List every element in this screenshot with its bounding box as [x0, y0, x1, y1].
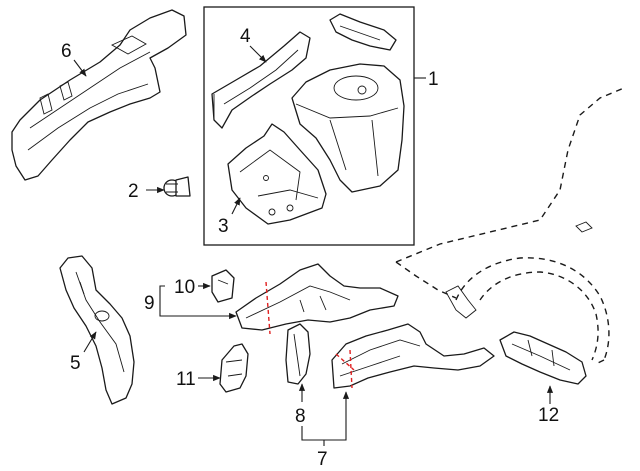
callout-2: 2 — [128, 181, 139, 202]
cut-line-7b — [349, 349, 353, 389]
callout-8: 8 — [295, 406, 306, 427]
leader-4 — [249, 45, 267, 63]
callout-11: 11 — [176, 369, 196, 390]
callout-7: 7 — [317, 449, 328, 470]
cut-line-9 — [265, 281, 271, 335]
part-5-side-panel — [59, 255, 135, 405]
callout-10: 10 — [174, 277, 195, 298]
part-6-upper-rail — [11, 9, 187, 181]
part-3-reinforcement — [227, 123, 327, 225]
leader-5 — [83, 331, 97, 353]
callout-5: 5 — [70, 353, 81, 374]
part-11-bracket — [219, 343, 249, 393]
part-1-top-bracket — [329, 13, 397, 51]
leader-3 — [231, 197, 241, 215]
fender-outline — [395, 87, 625, 365]
part-8-vertical-bracket — [285, 323, 311, 385]
part-10-bracket — [211, 269, 235, 303]
part-1-apron — [291, 63, 405, 193]
part-9-lower-rail — [235, 263, 399, 331]
part-12-bracket — [499, 331, 587, 385]
callout-1: 1 — [428, 69, 439, 90]
bracket-9 — [159, 285, 237, 320]
callout-12: 12 — [538, 405, 559, 426]
callout-9: 9 — [144, 293, 155, 314]
part-4-bracket — [211, 31, 311, 129]
callout-6: 6 — [61, 41, 72, 62]
callout-4: 4 — [240, 26, 251, 47]
part-2-clip — [163, 176, 191, 197]
group-1-frame — [203, 6, 415, 246]
bracket-7 — [301, 391, 350, 441]
callout-3: 3 — [218, 216, 229, 237]
leader-6 — [73, 59, 87, 77]
part-7-extension — [331, 323, 495, 389]
